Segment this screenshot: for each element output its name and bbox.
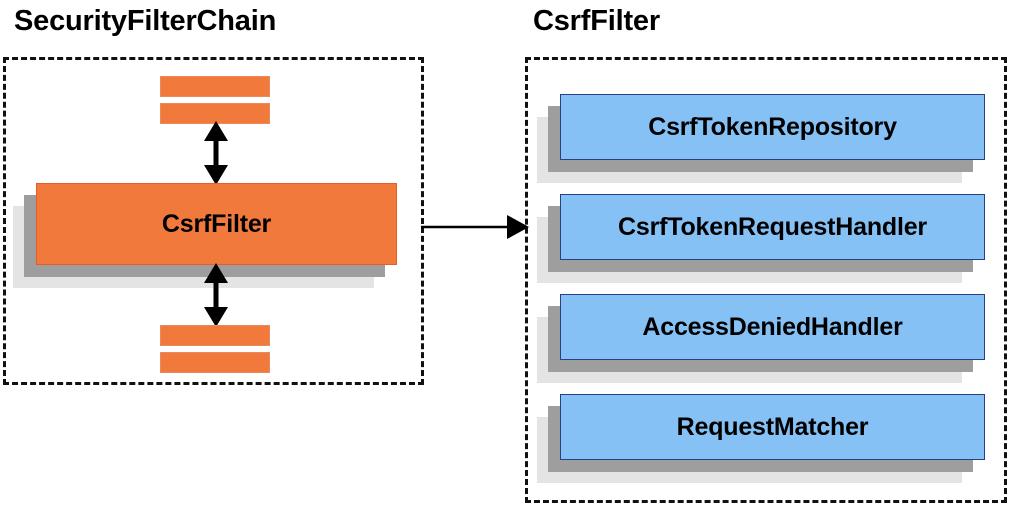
card-label: CsrfTokenRepository [648,112,897,141]
security-filter-chain-container [3,57,424,385]
double-arrow-down-icon [204,263,228,327]
collaborator-card-csrftokenrequesthandler[interactable]: CsrfTokenRequestHandler [537,194,985,283]
card-face: CsrfFilter [36,183,397,265]
page-title-csrf-filter: CsrfFilter [533,5,660,37]
connector-arrow-right-icon [421,215,529,239]
card-label: CsrfTokenRequestHandler [618,212,927,241]
collaborator-card-accessdeniedhandler[interactable]: AccessDeniedHandler [537,294,985,383]
card-face: RequestMatcher [560,394,985,460]
card-face: AccessDeniedHandler [560,294,985,360]
csrf-filter-collaborators-container [525,57,1007,503]
card-face: CsrfTokenRequestHandler [560,194,985,260]
double-arrow-up-icon [204,121,228,185]
card-face: CsrfTokenRepository [560,94,985,160]
csrf-filter-card[interactable]: CsrfFilter [13,183,397,288]
card-label: AccessDeniedHandler [642,312,903,341]
card-label: RequestMatcher [676,412,869,441]
filter-bar-above-1 [160,76,270,97]
collaborator-card-csrftokenrepository[interactable]: CsrfTokenRepository [537,94,985,183]
page-title-security-filter-chain: SecurityFilterChain [14,5,277,37]
collaborator-card-requestmatcher[interactable]: RequestMatcher [537,394,985,483]
card-label: CsrfFilter [161,209,272,238]
filter-bar-below-2 [160,352,270,373]
filter-bar-below-1 [160,325,270,346]
